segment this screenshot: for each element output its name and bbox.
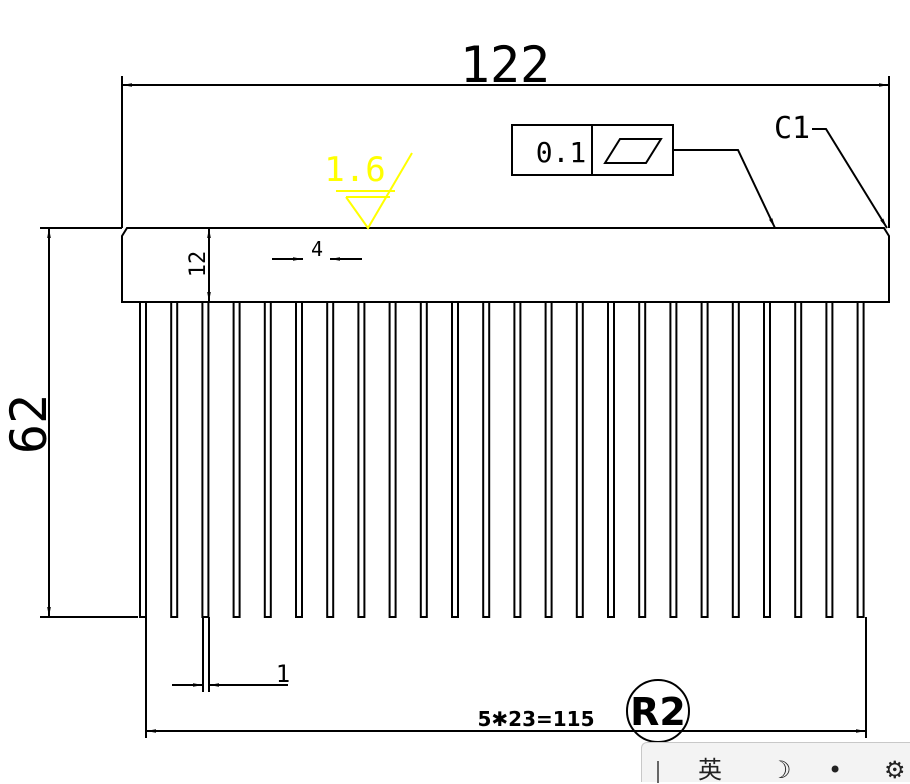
fin (794, 301, 803, 618)
fin (326, 301, 335, 618)
dimension-62 (40, 227, 138, 618)
fin (139, 301, 147, 618)
fin (232, 301, 241, 618)
dim-62-label: 62 (0, 394, 58, 454)
fin (856, 301, 865, 618)
dim-122-label: 122 (460, 36, 550, 94)
fin (419, 301, 428, 618)
fin (357, 301, 366, 618)
dim-1-label: 1 (276, 660, 290, 688)
dimension-122 (121, 76, 890, 228)
fins (139, 301, 865, 618)
flatness-frame (511, 124, 776, 229)
gear-icon[interactable]: ⚙ (884, 756, 906, 784)
moon-icon[interactable]: ☽ (770, 756, 792, 784)
fin (825, 301, 834, 618)
fin (295, 301, 303, 618)
fin (700, 301, 709, 618)
radius-label: R2 (630, 690, 686, 734)
ime-toolbar[interactable]: 英 ☽ • ⚙ (641, 742, 910, 784)
dimension-1 (172, 617, 288, 692)
fin (638, 301, 647, 618)
fin (513, 301, 522, 618)
chamfer-label: C1 (774, 111, 810, 146)
fin (544, 301, 553, 618)
fin (482, 301, 491, 618)
fin (607, 301, 615, 618)
roughness-value: 1.6 (324, 150, 385, 190)
toolbar-separator (657, 761, 659, 783)
roughness-symbol (336, 152, 413, 230)
input-mode-button[interactable]: 英 (698, 756, 722, 784)
flatness-value: 0.1 (536, 136, 587, 169)
fin (731, 301, 740, 618)
fin (575, 301, 584, 618)
chamfer-leader (812, 128, 888, 229)
fin (201, 301, 210, 618)
dim-12-label: 12 (186, 251, 211, 278)
flatness-icon (603, 138, 663, 164)
fin (763, 301, 771, 618)
fin (669, 301, 678, 618)
dim-pitch-label: 5✱23=115 (477, 707, 594, 731)
fin (170, 301, 179, 618)
fin (451, 301, 459, 618)
dim-4-label: 4 (311, 237, 323, 261)
dimension-pitch (145, 617, 867, 738)
fin (388, 301, 397, 618)
fin (263, 301, 272, 618)
dot-icon[interactable]: • (828, 756, 843, 784)
base-plate (121, 227, 890, 303)
